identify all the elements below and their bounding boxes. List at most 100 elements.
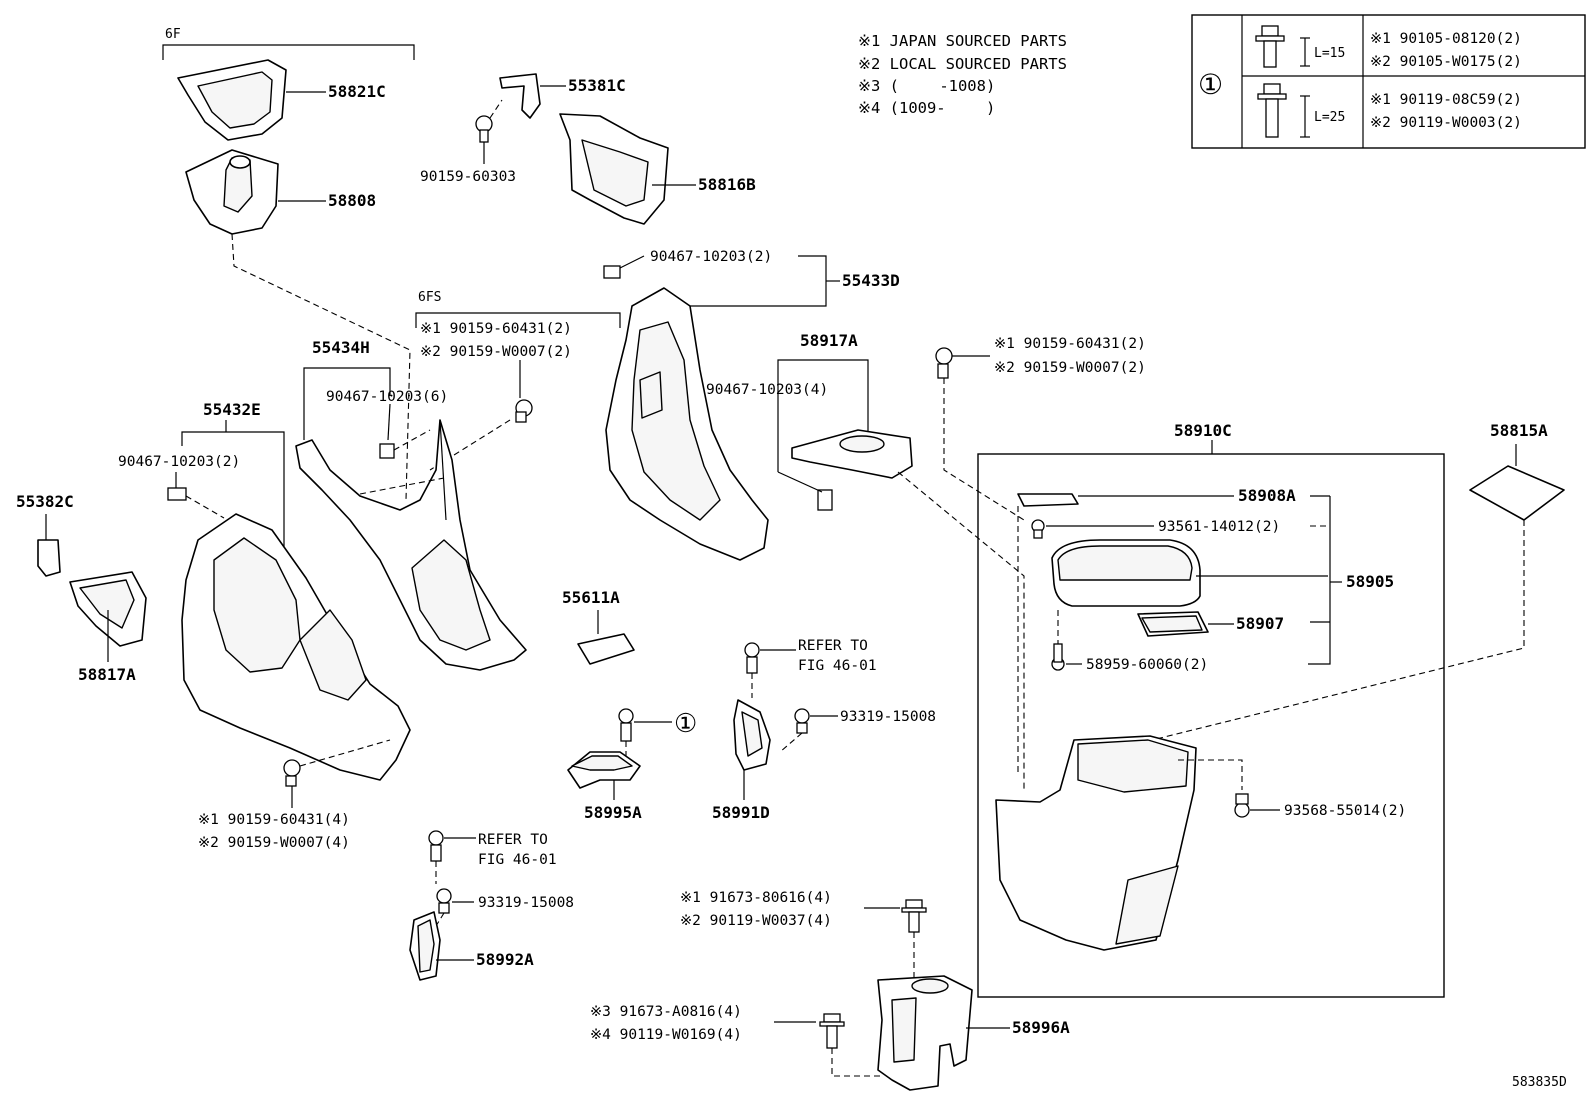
legend-row2-line1: ※1 90119-08C59(2)	[1370, 92, 1522, 108]
label-refer2b: FIG 46-01	[478, 852, 557, 868]
group-58910c: 58910C	[977, 421, 1445, 998]
label-58992a: 58992A	[476, 950, 534, 969]
label-93561: 93561-14012(2)	[1158, 519, 1280, 535]
part-55611a: 55611A	[562, 588, 635, 665]
legend-row2-line2: ※2 90119-W0003(2)	[1370, 115, 1522, 131]
part-55433d	[605, 287, 769, 561]
label-55432e: 55432E	[203, 400, 261, 419]
label-6f: 6F	[165, 27, 181, 42]
label-93319a: 93319-15008	[840, 709, 936, 725]
label-58817a: 58817A	[78, 665, 136, 684]
note-3: ※3 ( -1008)	[858, 77, 995, 95]
label-90467-10203-4: 90467-10203(4)	[706, 382, 828, 398]
refer-upper: REFER TO FIG 46-01	[744, 638, 877, 698]
label-58995a: 58995A	[584, 803, 642, 822]
part-58917a	[791, 429, 913, 479]
note-1: ※1 JAPAN SOURCED PARTS	[858, 32, 1067, 50]
label-58908a: 58908A	[1238, 486, 1296, 505]
refer-lower: REFER TO FIG 46-01	[428, 830, 557, 884]
label-90159-60303: 90159-60303	[420, 169, 516, 185]
group-6f: 6F	[162, 27, 415, 60]
label-58917a: 58917A	[800, 331, 858, 350]
bolt-short-icon	[1255, 25, 1310, 68]
note-2: ※2 LOCAL SOURCED PARTS	[858, 55, 1067, 73]
screw-bottom-left: ※1 90159-60431(4) ※2 90159-W0007(4)	[198, 739, 391, 851]
part-55432e	[181, 513, 411, 781]
label-55433d: 55433D	[842, 271, 900, 290]
label-55434h: 55434H	[312, 338, 370, 357]
label-58905: 58905	[1346, 572, 1394, 591]
label-fs-1: ※1 90159-60431(2)	[420, 321, 572, 337]
label-r-2: ※2 90159-W0007(2)	[994, 360, 1146, 376]
label-90467-10203-2a: 90467-10203(2)	[650, 249, 772, 265]
label-fs-2: ※2 90159-W0007(2)	[420, 344, 572, 360]
part-55381c: 55381C	[499, 73, 626, 119]
label-55611a: 55611A	[562, 588, 620, 607]
part-58907: 58907	[1137, 611, 1284, 637]
label-90467-10203-2b: 90467-10203(2)	[118, 454, 240, 470]
bolt-lower-icon	[819, 1013, 845, 1049]
label-r-1: ※1 90159-60431(2)	[994, 336, 1146, 352]
note-4: ※4 (1009- )	[858, 99, 995, 117]
label-b-3: ※3 91673-A0816(4)	[590, 1004, 742, 1020]
label-58821c: 58821C	[328, 82, 386, 101]
legend-length-1: L=15	[1314, 46, 1345, 61]
part-58996a: 58996A	[877, 975, 1070, 1091]
part-55382c: 55382C	[16, 492, 74, 577]
label-refer1b: FIG 46-01	[798, 658, 877, 674]
label-55382c: 55382C	[16, 492, 74, 511]
label-b-1: ※1 91673-80616(4)	[680, 890, 832, 906]
label-bl-1: ※1 90159-60431(4)	[198, 812, 350, 828]
label-bl-2: ※2 90159-W0007(4)	[198, 835, 350, 851]
label-93568: 93568-55014(2)	[1284, 803, 1406, 819]
label-58910c: 58910C	[1174, 421, 1232, 440]
label-b-2: ※2 90119-W0037(4)	[680, 913, 832, 929]
group-55434h: 55434H 90467-10203(6)	[303, 338, 448, 459]
part-58992a: 93319-15008 58992A	[409, 888, 574, 981]
legend-row1-line1: ※1 90105-08120(2)	[1370, 31, 1522, 47]
label-55381c: 55381C	[568, 76, 626, 95]
group-58996a: ※1 91673-80616(4) ※2 90119-W0037(4) ※3 9…	[590, 890, 927, 1077]
legend-length-2: L=25	[1314, 110, 1345, 125]
part-58908a: 58908A	[1017, 486, 1330, 772]
part-58816b: 58816B	[559, 113, 756, 225]
screw-93568: 93568-55014(2)	[1178, 759, 1406, 819]
group-55433d: 90467-10203(2) 55433D	[603, 249, 900, 307]
label-58991d: 58991D	[712, 803, 770, 822]
screw-93561: 93561-14012(2)	[1031, 519, 1330, 539]
part-58991d: 58991D 93319-15008	[712, 699, 936, 822]
part-58815a: 58815A	[1135, 421, 1565, 745]
part-58821c: 58821C	[177, 59, 386, 141]
legend-symbol: ①	[1198, 68, 1223, 101]
part-armrest-lid	[1051, 539, 1328, 607]
legend-row1-line2: ※2 90105-W0175(2)	[1370, 54, 1522, 70]
part-58995a: ① 58995A	[567, 708, 697, 822]
label-refer1a: REFER TO	[798, 638, 868, 654]
screw-right-top: ※1 90159-60431(2) ※2 90159-W0007(2)	[935, 336, 1146, 521]
part-console-box	[995, 735, 1197, 951]
bolt-upper-icon	[901, 899, 927, 933]
part-55434h	[295, 419, 527, 671]
label-58808: 58808	[328, 191, 376, 210]
label-58907: 58907	[1236, 614, 1284, 633]
label-refer2a: REFER TO	[478, 832, 548, 848]
label-93319b: 93319-15008	[478, 895, 574, 911]
label-b-4: ※4 90119-W0169(4)	[590, 1027, 742, 1043]
source-notes: ※1 JAPAN SOURCED PARTS ※2 LOCAL SOURCED …	[858, 32, 1067, 117]
bolt-legend-table: ① L=15 ※1 90105-08120(2) ※2 90105-W0175(…	[1191, 14, 1586, 149]
group-58905: 58905	[1308, 496, 1394, 665]
part-58817a: 58817A	[69, 571, 147, 684]
label-6fs: 6FS	[418, 290, 441, 305]
group-6fs: 6FS ※1 90159-60431(2) ※2 90159-W0007(2)	[415, 290, 621, 471]
label-58959: 58959-60060(2)	[1086, 657, 1208, 673]
screw-6fs-icon	[515, 399, 533, 423]
label-90467-10203-6: 90467-10203(6)	[326, 389, 448, 405]
label-58996a: 58996A	[1012, 1018, 1070, 1037]
part-58808: 58808	[185, 149, 376, 235]
diagram-code: 583835D	[1512, 1075, 1567, 1090]
label-58815a: 58815A	[1490, 421, 1548, 440]
clip-90159-60303: 90159-60303	[420, 99, 516, 185]
label-circle1: ①	[674, 709, 697, 739]
label-58816b: 58816B	[698, 175, 756, 194]
